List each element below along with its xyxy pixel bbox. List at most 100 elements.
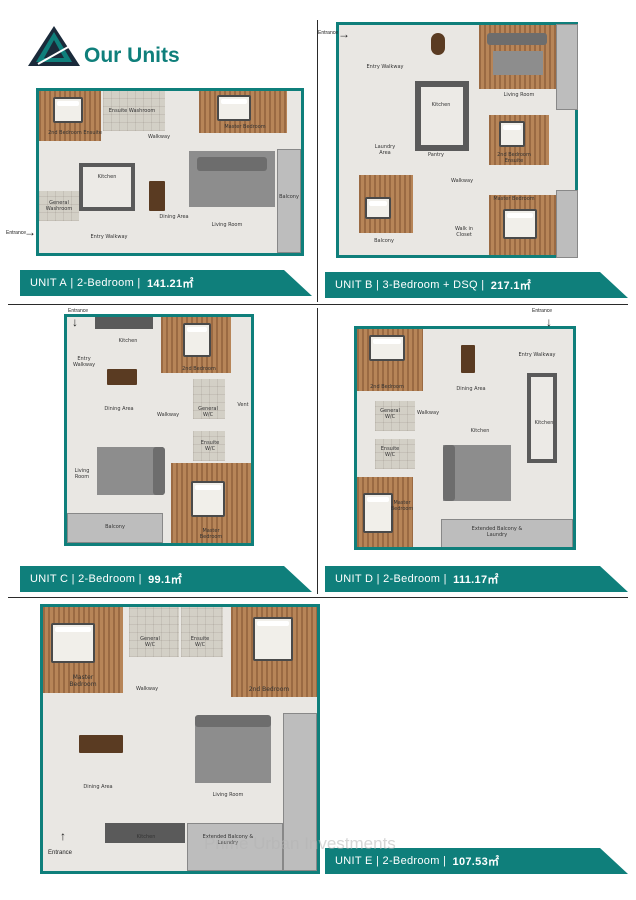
unit-d-entrance-arrow-icon: ↓ (546, 315, 552, 329)
unit-e-room-label-1: Ensuite W/C (190, 636, 210, 648)
unit-a-kitchen-counter (79, 163, 135, 211)
unit-b-room-label-5: Pantry (428, 152, 444, 158)
unit-d-kitchen-counter (527, 373, 557, 463)
unit-b-room-label-8: Master Bedroom (493, 196, 535, 202)
horizontal-divider-1 (8, 304, 628, 305)
unit-a-room-label-9: Balcony (279, 194, 299, 200)
unit-b-banner: UNIT B | 3-Bedroom + DSQ | 217.1㎡ (325, 272, 628, 298)
unit-e-ensuite-wc (181, 607, 223, 657)
unit-c-room-label-3: 2nd Bedroom (182, 366, 216, 372)
unit-e-living-rug (195, 717, 271, 783)
unit-e-name: UNIT E (335, 855, 373, 867)
unit-d-room-label-8: Master Bedroom (390, 500, 414, 512)
unit-b-room-label-4: Laundry Area (374, 144, 396, 156)
unit-c-room-label-11: Balcony (105, 524, 125, 530)
unit-b-rug (493, 51, 543, 75)
unit-a-entrance-arrow-icon: → (24, 225, 36, 239)
unit-e-room-label-8: Extended Balcony & Laundry (202, 834, 254, 846)
unit-c-room-label-5: Walkway (156, 412, 180, 418)
unit-a-room-label-3: Walkway (147, 134, 171, 140)
unit-d-extended-balcony (441, 519, 573, 547)
unit-e-type: 2-Bedroom (382, 855, 440, 867)
unit-e-master-bed-icon (51, 623, 95, 663)
unit-e-extended-balcony (187, 823, 283, 871)
unit-e-floorplan: Master Bedroom General W/C Ensuite W/C 2… (40, 604, 320, 874)
unit-d-banner: UNIT D | 2-Bedroom | 111.17㎡ (325, 566, 628, 592)
unit-c-room-label-1: Entry Walkway (72, 356, 96, 368)
unit-e-room-label-2: Master Bedroom (69, 674, 97, 688)
unit-a-name: UNIT A (30, 277, 68, 289)
unit-a-room-label-4: Kitchen (97, 174, 117, 180)
unit-a-room-label-8: Entry Walkway (90, 234, 128, 240)
unit-a-type: 2-Bedroom (76, 277, 135, 289)
unit-e-balcony-right (283, 713, 317, 871)
unit-a-room-label-6: Dining Area (159, 214, 189, 220)
unit-a-ensuite (103, 91, 165, 131)
horizontal-divider-2 (8, 597, 628, 598)
unit-b-room-label-2: Living Room (503, 92, 535, 98)
unit-a-area: 141.21㎡ (146, 278, 194, 290)
unit-b-room-label-9: Walk in Closet (454, 226, 474, 238)
unit-e-room-label-3: Walkway (135, 686, 159, 692)
unit-e-room-label-6: Living Room (212, 792, 244, 798)
unit-e-room-label-0: General W/C (140, 636, 160, 648)
unit-b-balcony-right-bottom (556, 190, 578, 258)
unit-c-entrance-arrow-icon: ↓ (72, 315, 78, 329)
unit-a-room-label-2: Master Bedroom (224, 124, 266, 130)
unit-d-room-label-5: Walkway (416, 410, 440, 416)
unit-c-room-label-7: Vent (237, 402, 249, 408)
page-title: Our Units (84, 44, 180, 67)
unit-c-second-bed-icon (183, 323, 211, 357)
unit-d-type: 2-Bedroom (383, 573, 441, 585)
unit-b-balcony-right-top (556, 24, 578, 110)
unit-d-room-label-7: Ensuite W/C (380, 446, 400, 458)
unit-c-entrance-label: Entrance (68, 308, 89, 314)
vertical-divider-top (317, 20, 318, 302)
unit-c-room-label-9: Living Room (74, 468, 90, 480)
unit-e-banner: UNIT E | 2-Bedroom | 107.53㎡ (325, 848, 628, 874)
unit-b-dining-table (431, 33, 445, 55)
unit-a-room-label-0: 2nd Bedroom Ensuite (48, 130, 102, 136)
unit-a-banner: UNIT A | 2-Bedroom | 141.21㎡ (20, 270, 312, 296)
unit-b-entrance-arrow-icon: → (338, 27, 350, 41)
unit-d-dining-table (461, 345, 475, 373)
unit-b-room-label-3: Kitchen (431, 102, 451, 108)
unit-a-room-label-5: General Washroom (45, 200, 73, 212)
unit-e-sofa (195, 715, 271, 727)
unit-e-general-wc (129, 607, 179, 657)
unit-a-dining-table (149, 181, 165, 211)
unit-a-master-bed-icon (217, 95, 251, 121)
unit-d-room-label-9: Extended Balcony & Laundry (471, 526, 523, 538)
unit-e-room-label-4: 2nd Bedroom (248, 686, 290, 693)
unit-c-room-label-10: Master Bedroom (199, 528, 223, 540)
unit-d-second-bed-icon (369, 335, 405, 361)
unit-b-room-label-7: Walkway (450, 178, 474, 184)
unit-e-kitchen-counter (105, 823, 185, 843)
unit-b-room-label-10: Balcony (374, 238, 394, 244)
unit-b-room-label-6: 2nd Bedroom Ensuite (497, 152, 531, 164)
unit-a-bed-icon (53, 97, 83, 123)
unit-a-floorplan: 2nd Bedroom Ensuite Ensuite Washroom Mas… (36, 88, 304, 256)
unit-b-sofa (487, 33, 547, 45)
unit-e-room-label-7: Kitchen (136, 834, 156, 840)
unit-c-room-label-6: General W/C (198, 406, 218, 418)
unit-b-name: UNIT B (335, 279, 373, 291)
unit-d-room-label-6: Kitchen (534, 420, 554, 426)
unit-b-kitchen-island (415, 81, 469, 151)
unit-c-type: 2-Bedroom (78, 573, 136, 585)
unit-e-second-bed-icon (253, 617, 293, 661)
unit-d-name: UNIT D (335, 573, 374, 585)
unit-b-entrance-label: Entrance (318, 30, 339, 36)
unit-a-sofa (197, 157, 267, 171)
unit-b-second-bed-icon (499, 121, 525, 147)
unit-b-third-bed-icon (365, 197, 391, 219)
unit-c-living-rug (97, 447, 163, 495)
unit-a-general-washroom (39, 191, 79, 221)
brand-logo-icon (28, 26, 80, 68)
unit-a-entrance-label: Entrance (6, 230, 27, 236)
unit-c-kitchen-counter (95, 317, 153, 329)
unit-d-master-bed-icon (363, 493, 393, 533)
unit-b-floorplan: Living Room Entry Walkway Kitchen Laundr… (336, 22, 578, 258)
watermark-text: Prime Urban Investments (204, 834, 396, 853)
unit-c-master-bed-icon (191, 481, 225, 517)
